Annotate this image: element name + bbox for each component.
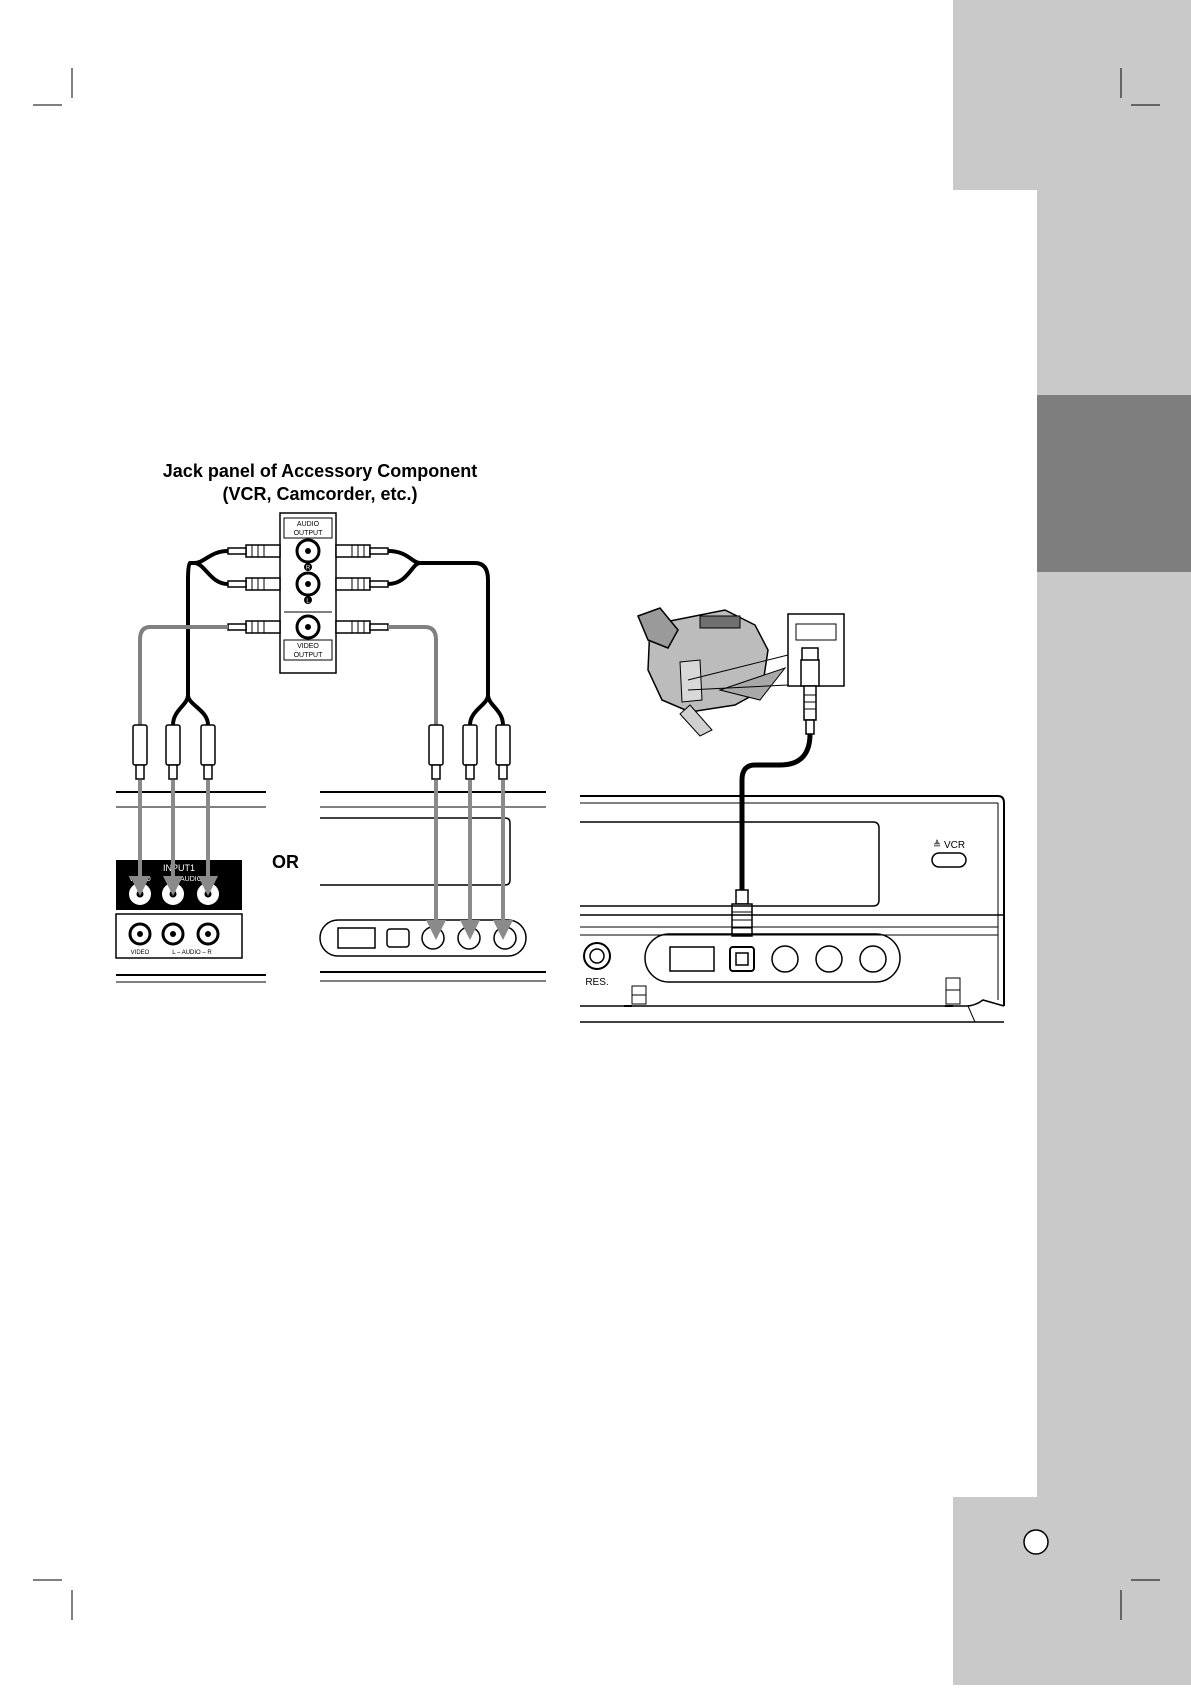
page-number-badge — [1024, 1530, 1048, 1554]
dvd-recorder-front — [580, 796, 1004, 1022]
input1-video-jack — [129, 883, 151, 905]
or-separator: OR — [272, 852, 299, 873]
audio-out-r-jack — [297, 540, 319, 562]
video-out-jack — [297, 616, 319, 638]
heading-line-2: (VCR, Camcorder, etc.) — [120, 483, 520, 506]
svg-text:OUTPUT: OUTPUT — [294, 530, 324, 537]
audio-out-l-jack — [297, 573, 319, 595]
video-cable-left — [140, 627, 228, 725]
reset-label: RES. — [585, 977, 608, 988]
svg-text:OUTPUT: OUTPUT — [294, 652, 324, 659]
eject-vcr-label: ≜ VCR — [933, 839, 965, 851]
video-cable-right — [388, 627, 436, 725]
audio-output-label: AUDIO — [297, 521, 320, 528]
lower-video-label: VIDEO — [131, 950, 150, 956]
eject-vcr-button — [932, 853, 966, 867]
input1-label: INPUT1 — [163, 863, 195, 873]
audio-cable-left — [173, 551, 228, 725]
page-sidebar — [953, 0, 1191, 1685]
heading-line-1: Jack panel of Accessory Component — [120, 460, 520, 483]
rca-plugs-vertical — [133, 725, 510, 779]
accessory-jack-panel: AUDIO OUTPUT VIDEO OUTPUT R L — [280, 513, 336, 673]
recorder-front-panel — [320, 792, 546, 981]
dv-input-jack — [730, 947, 754, 971]
right-channel-marker: R — [306, 566, 311, 572]
audio-cable-right — [388, 551, 503, 725]
diagram-heading: Jack panel of Accessory Component (VCR, … — [120, 460, 520, 506]
section-tab — [1037, 395, 1191, 572]
input1-audio-r-jack — [197, 883, 219, 905]
reset-button — [584, 943, 610, 969]
video-output-label: VIDEO — [297, 643, 319, 650]
lower-audio-label: L – AUDIO – R — [172, 950, 212, 956]
input1-audio-l-jack — [162, 883, 184, 905]
camcorder-illustration — [638, 608, 785, 736]
dv-cable — [732, 660, 819, 936]
